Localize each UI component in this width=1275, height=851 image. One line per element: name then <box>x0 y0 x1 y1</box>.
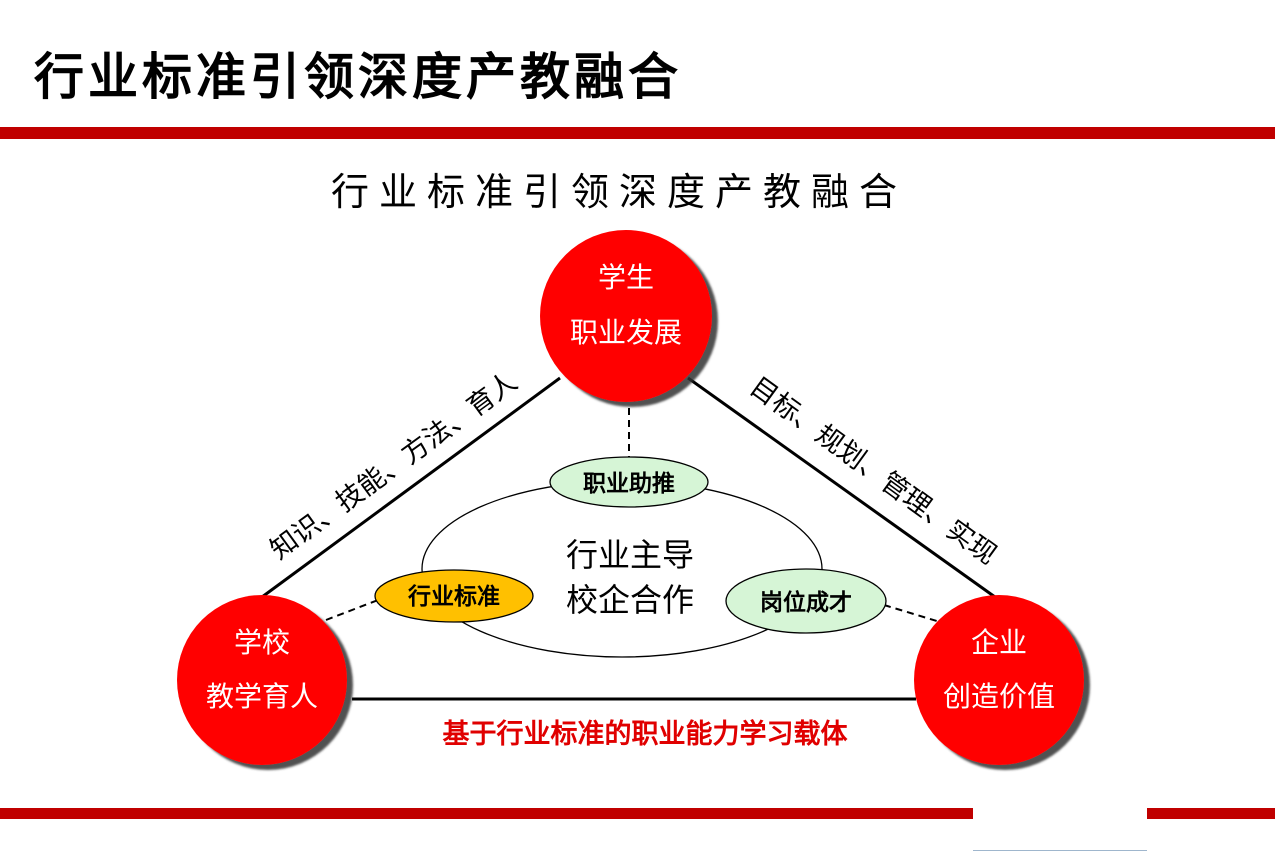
diagram-subtitle: 行业标准引领深度产教融合 <box>331 170 907 214</box>
edge-bottom-label: 基于行业标准的职业能力学习载体 <box>443 718 849 750</box>
page-title: 行业标准引领深度产教融合 <box>34 48 682 106</box>
node-enterprise-line2: 创造价值 <box>943 680 1055 713</box>
dash-right <box>883 604 941 623</box>
dash-left <box>325 599 379 621</box>
corner-box <box>973 806 1147 851</box>
badge-industry-standard-label: 行业标准 <box>407 583 500 610</box>
node-school-line2: 教学育人 <box>206 680 318 713</box>
node-school: 学校 教学育人 <box>177 595 347 765</box>
node-enterprise-line1: 企业 <box>971 626 1027 659</box>
badge-job-success-label: 岗位成才 <box>760 589 852 616</box>
badge-career-push-label: 职业助推 <box>583 470 675 497</box>
node-school-line1: 学校 <box>234 626 290 659</box>
node-student-line1: 学生 <box>598 261 654 294</box>
node-enterprise: 企业 创造价值 <box>914 595 1084 765</box>
edge-left-line <box>261 376 561 599</box>
edge-right-line <box>687 376 996 599</box>
center-line2: 校企合作 <box>566 581 694 619</box>
node-student: 学生 职业发展 <box>540 230 712 402</box>
badge-industry-standard <box>374 569 534 623</box>
badge-career-push <box>549 456 709 508</box>
footer-divider <box>0 808 1275 819</box>
node-student-line2: 职业发展 <box>570 316 682 349</box>
header-divider <box>0 127 1275 139</box>
center-line1: 行业主导 <box>566 536 694 574</box>
badge-job-success <box>725 568 887 634</box>
